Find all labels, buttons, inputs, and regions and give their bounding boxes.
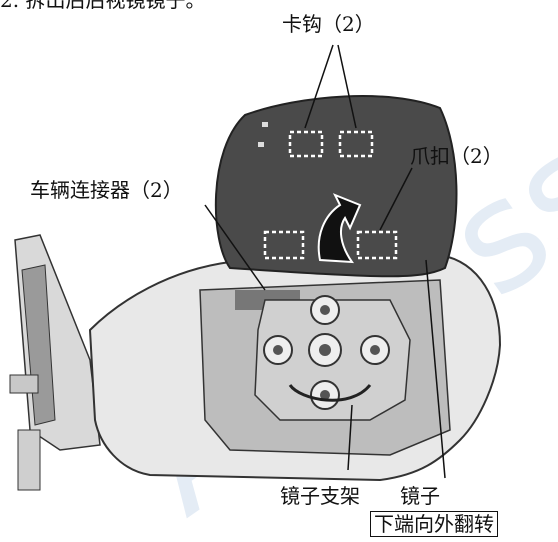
hook-left (288, 130, 324, 158)
label-hooks: 卡钩（2） (282, 12, 375, 36)
action-note: 下端向外翻转 (370, 511, 498, 537)
mirror-arm (9, 234, 101, 491)
mirror-bracket-assembly (254, 295, 411, 421)
leader-lines (204, 44, 446, 479)
label-mirror: 镜子 (400, 484, 440, 508)
clip-right (356, 230, 398, 260)
label-clips: 爪扣（2） (410, 144, 503, 168)
mirror-glass (214, 95, 458, 278)
flip-arrow (317, 193, 362, 264)
clip-left (263, 230, 305, 260)
header-fragment: 2. 拆出后后视镜镜子。 (0, 0, 206, 12)
hook-right (338, 130, 374, 158)
label-mirror-bracket: 镜子支架 (280, 484, 360, 508)
label-vehicle-connector: 车辆连接器（2） (30, 178, 183, 202)
